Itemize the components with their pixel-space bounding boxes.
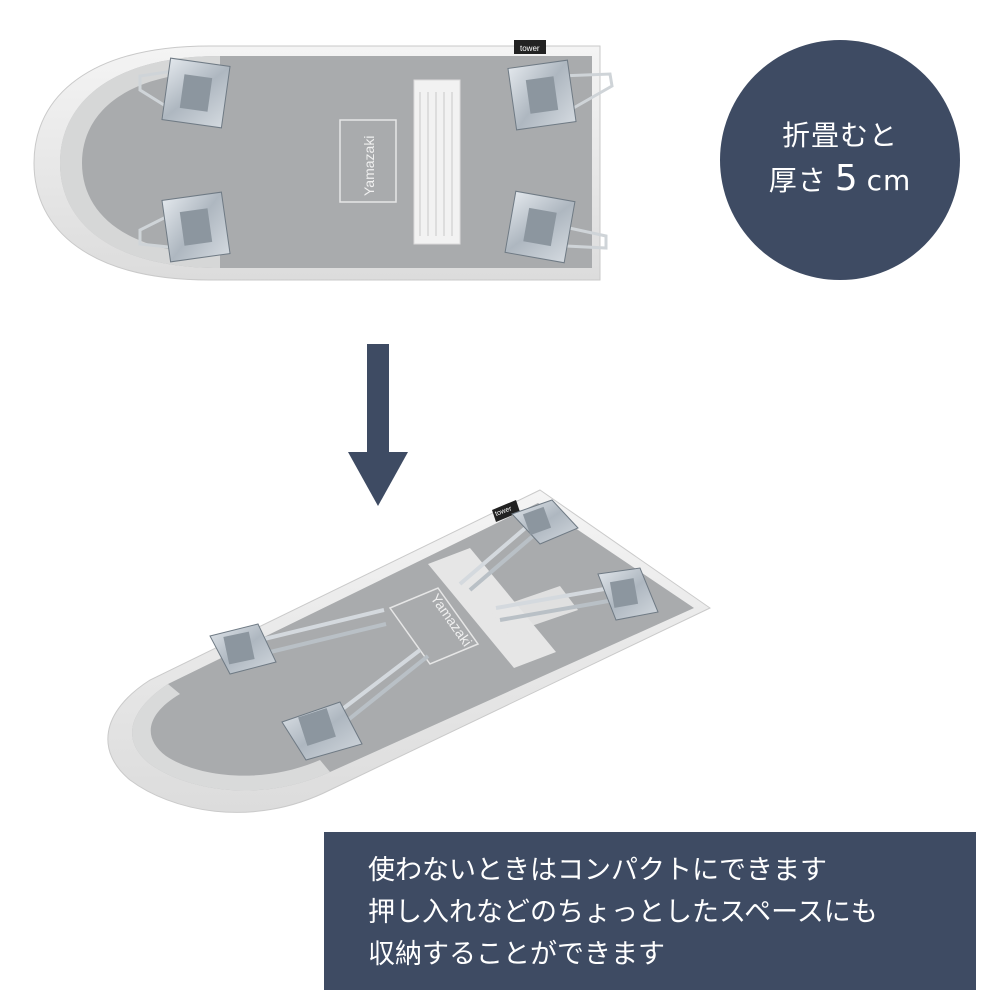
leg-bracket-bottom-left — [138, 191, 231, 263]
badge-thickness-value: 5 — [834, 158, 859, 199]
caption-line-3: 収納することができます — [368, 939, 665, 970]
leg-bracket-bottom-right — [504, 190, 608, 264]
badge-line1: 折畳むと — [781, 119, 898, 152]
leg-bracket-top-left — [138, 57, 231, 129]
leg-bracket-left-upper — [209, 608, 387, 675]
brand-box-bottom — [388, 587, 480, 665]
leg-bracket-right-lower — [495, 567, 659, 622]
caption-line-2: 押し入れなどのちょっとしたスペースにも — [368, 897, 878, 928]
caption-box: 使わないときはコンパクトにできます 押し入れなどのちょっとしたスペースにも 収納… — [324, 832, 976, 990]
leg-bracket-top-right — [507, 59, 614, 131]
brand-text-top: Yamazaki — [361, 136, 377, 196]
badge-thickness-prefix: 厚さ — [768, 164, 827, 197]
caption-line-1: 使わないときはコンパクトにできます — [368, 855, 827, 886]
down-arrow-icon — [348, 344, 408, 506]
ironing-board-angled-view: Yamazaki tower — [107, 489, 711, 813]
leg-bracket-right-upper — [458, 499, 579, 592]
tag-text-top: tower — [520, 44, 540, 53]
ironing-board-top-view: Yamazaki tower — [33, 40, 614, 281]
brand-box-top — [339, 119, 397, 203]
leg-bracket-left-lower — [281, 648, 430, 761]
thickness-badge: 折畳むと 厚さ 5 cm — [720, 40, 960, 280]
badge-line2: 厚さ 5 cm — [769, 156, 912, 204]
badge-thickness-unit: cm — [866, 164, 912, 197]
